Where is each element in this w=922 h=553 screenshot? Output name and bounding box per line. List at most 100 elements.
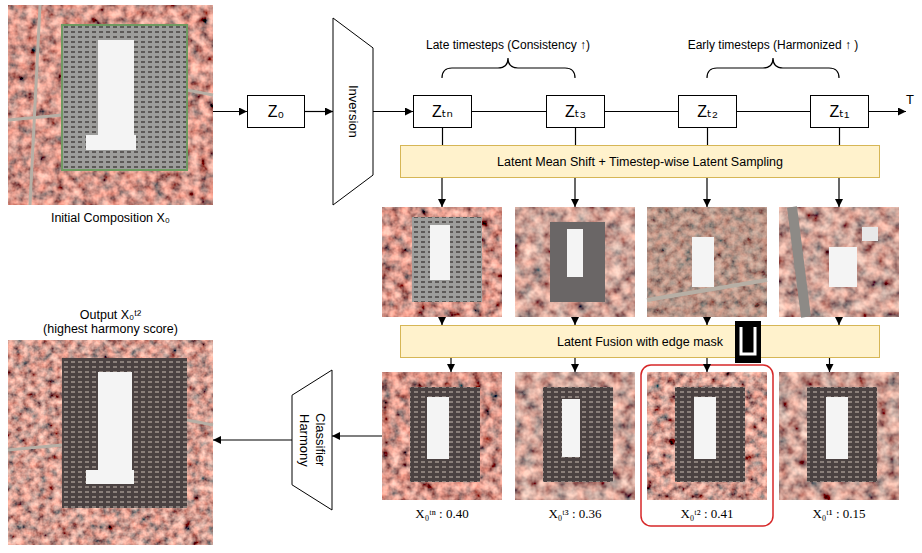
- aerial-texture: [647, 207, 767, 317]
- process-band: Latent Mean Shift + Timestep-wise Latent…: [400, 145, 880, 178]
- latent-box: Zₜₙ: [413, 95, 472, 128]
- arrow: [574, 178, 575, 207]
- building: [692, 237, 714, 287]
- classifier-block: Harmony Classifier: [292, 370, 332, 510]
- caption-group: X₀ᵗ¹ : 0.15: [749, 506, 922, 522]
- image-caption: Output X₀ᵗ²: [0, 308, 243, 322]
- parking-lot: [550, 222, 605, 302]
- arrow: [574, 317, 575, 325]
- connector: [472, 111, 546, 112]
- aerial-texture: [515, 372, 635, 500]
- bracket-label: Early timesteps (Harmonized ↑ ): [688, 38, 859, 52]
- arrow: [838, 317, 839, 325]
- aerial-texture: [382, 372, 502, 500]
- connector: [373, 111, 413, 112]
- inversion-block: Inversion: [333, 18, 373, 205]
- bracket-label: Late timesteps (Consistency ↑): [426, 38, 590, 52]
- connector: [829, 358, 830, 372]
- building: [98, 40, 134, 135]
- building: [829, 247, 857, 287]
- arrow: [441, 317, 442, 325]
- building: [427, 397, 449, 459]
- trapezoid-outline: [292, 370, 332, 510]
- aerial-texture: [8, 340, 213, 545]
- fused-images: [382, 372, 899, 500]
- node-label: Z₀: [268, 103, 284, 121]
- time-axis: [869, 111, 906, 112]
- connector: [213, 111, 247, 112]
- node-label: Zₜ₂: [697, 102, 718, 121]
- aerial-texture: [779, 207, 899, 317]
- axis-label: T: [906, 92, 914, 107]
- building: [862, 227, 878, 241]
- parking-lot: [62, 358, 187, 508]
- connector: [213, 439, 292, 440]
- connector: [706, 358, 707, 372]
- road: [8, 5, 213, 205]
- image-node: X₀ᵗ¹ : 0.15: [779, 372, 899, 500]
- building: [567, 229, 583, 277]
- aerial-texture: [8, 5, 213, 205]
- aerial-texture: [382, 207, 502, 317]
- flow-arrows: [442, 58, 906, 325]
- image-node: Initial Composition X₀: [8, 5, 213, 205]
- node-label: Inversion: [345, 42, 361, 182]
- latent-box: Zₜ₂: [678, 95, 737, 128]
- building: [826, 397, 848, 459]
- node-label: Latent Mean Shift + Timestep-wise Latent…: [497, 155, 783, 169]
- connector: [605, 111, 678, 112]
- image-caption: X₀ᵗⁿ : 0.40: [352, 506, 532, 522]
- latent-box: Zₜ₃: [546, 95, 605, 128]
- image-node: X₀ᵗ³ : 0.36: [515, 372, 635, 500]
- caption-group: X₀ᵗ² : 0.41: [617, 506, 797, 522]
- arrow: [706, 178, 707, 207]
- building: [86, 135, 136, 150]
- building: [86, 470, 134, 484]
- node-label: Harmony Classifier: [296, 400, 329, 480]
- node-label: Zₜₙ: [432, 102, 453, 121]
- road: [792, 207, 806, 317]
- building: [430, 225, 450, 280]
- arrow: [838, 178, 839, 207]
- parking-lot: [675, 387, 745, 482]
- connector: [574, 358, 575, 372]
- image-node: Output X₀ᵗ²(highest harmony score): [8, 340, 213, 545]
- building: [694, 397, 716, 459]
- selection-highlight: [641, 365, 773, 526]
- brace: [707, 58, 839, 78]
- caption-group: Initial Composition X₀: [0, 211, 243, 225]
- caption-group: X₀ᵗ³ : 0.36: [485, 506, 665, 522]
- connector: [575, 128, 576, 145]
- node-label: Zₜ₁: [830, 102, 850, 121]
- connector: [737, 111, 810, 112]
- caption-group: Output X₀ᵗ²(highest harmony score): [0, 308, 243, 336]
- image-caption: X₀ᵗ¹ : 0.15: [749, 506, 922, 522]
- aerial-texture: [779, 372, 899, 500]
- arrow: [441, 178, 442, 207]
- aerial-texture: [515, 207, 635, 317]
- latent-box: Z₀: [247, 95, 305, 128]
- brace: [442, 58, 575, 78]
- connector: [450, 358, 451, 372]
- composite-region: [62, 25, 187, 170]
- connector: [839, 128, 840, 145]
- image-caption: X₀ᵗ² : 0.41: [617, 506, 797, 522]
- image-caption: Initial Composition X₀: [0, 211, 243, 225]
- connector: [707, 128, 708, 145]
- process-band: Latent Fusion with edge mask: [400, 325, 880, 358]
- image-caption: (highest harmony score): [0, 322, 243, 336]
- connector: [332, 435, 382, 436]
- node-label: Zₜ₃: [565, 102, 586, 121]
- initial-image: [8, 5, 213, 205]
- parking-lot: [410, 387, 480, 482]
- node-label: Latent Fusion with edge mask: [557, 335, 723, 349]
- building: [98, 372, 132, 470]
- image-caption: X₀ᵗ³ : 0.36: [485, 506, 665, 522]
- connector: [442, 128, 443, 145]
- sampled-images: [382, 207, 899, 317]
- latent-box: Zₜ₁: [810, 95, 869, 128]
- parking-lot: [807, 387, 877, 482]
